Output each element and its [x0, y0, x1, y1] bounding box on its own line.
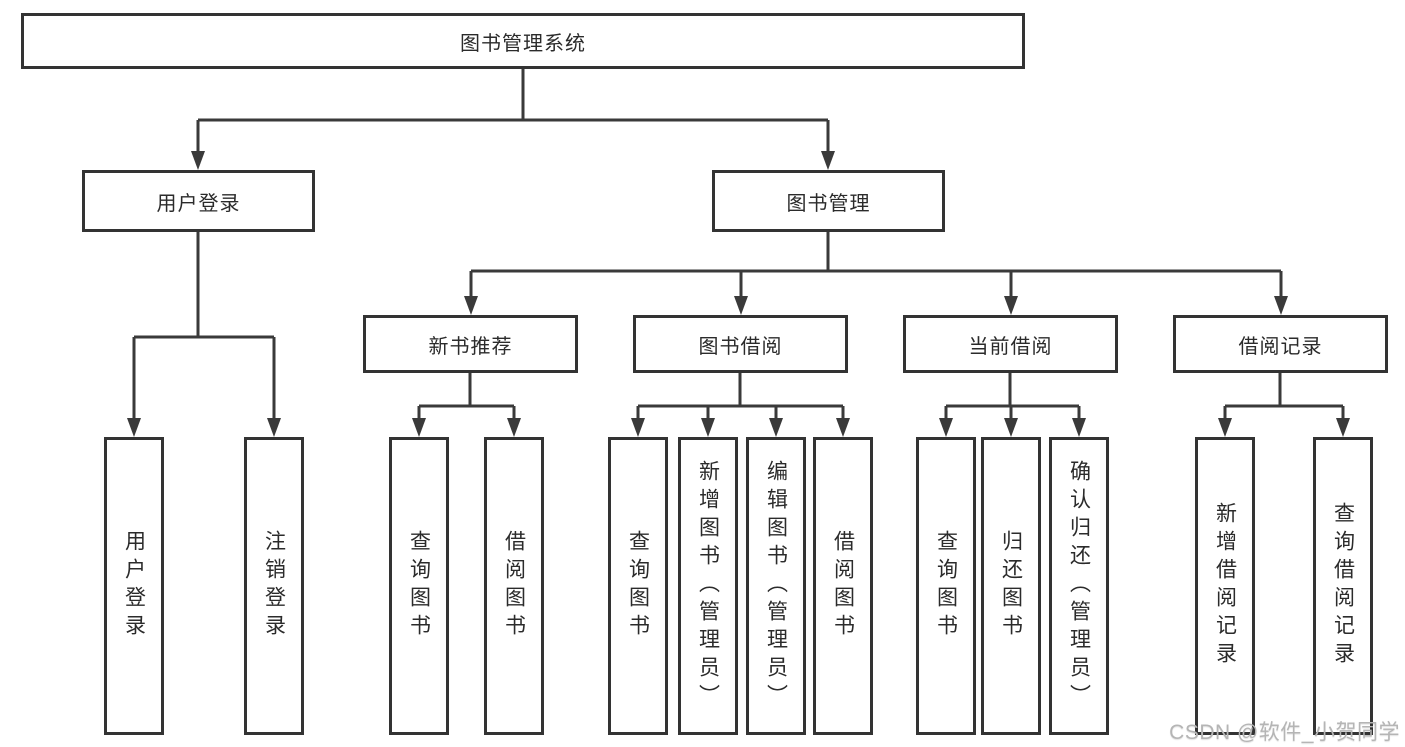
arrowhead — [507, 418, 521, 437]
leaf-label: 归还图书 — [999, 530, 1023, 642]
node-label: 当前借阅 — [968, 335, 1053, 358]
arrowhead — [1072, 418, 1086, 437]
leaf-edit-book-admin: 编辑图书（管理员） — [746, 437, 806, 735]
node-library-management-system: 图书管理系统 — [21, 13, 1025, 69]
arrowhead — [412, 418, 426, 437]
leaf-label: 借阅图书 — [831, 530, 855, 642]
leaf-logout-login: 注销登录 — [244, 437, 304, 735]
arrowhead — [267, 418, 281, 437]
node-label: 图书借阅 — [698, 335, 783, 358]
leaf-borrow-books-borrowing: 借阅图书 — [813, 437, 873, 735]
arrowhead — [1004, 296, 1018, 315]
leaf-user-login: 用户登录 — [104, 437, 164, 735]
node-label: 图书管理 — [786, 192, 871, 215]
leaf-label: 新增图书（管理员） — [696, 460, 720, 712]
connector-book-management-branch — [469, 232, 1283, 298]
leaf-return-books: 归还图书 — [981, 437, 1041, 735]
node-current-borrowing: 当前借阅 — [903, 315, 1118, 373]
arrowhead — [769, 418, 783, 437]
arrowhead — [127, 418, 141, 437]
arrowhead — [464, 296, 478, 315]
leaf-label: 查询图书 — [626, 530, 650, 642]
node-new-book-recommendation: 新书推荐 — [363, 315, 578, 373]
leaf-query-books-current: 查询图书 — [916, 437, 976, 735]
arrowhead — [631, 418, 645, 437]
arrowhead — [191, 151, 205, 170]
csdn-watermark: CSDN @软件_小贺同学 — [1169, 721, 1400, 744]
leaf-query-borrow-record: 查询借阅记录 — [1313, 437, 1373, 735]
leaf-label: 新增借阅记录 — [1213, 502, 1237, 670]
node-borrowing-records: 借阅记录 — [1173, 315, 1388, 373]
leaf-label: 查询借阅记录 — [1331, 502, 1355, 670]
arrowhead — [1336, 418, 1350, 437]
arrowhead — [701, 418, 715, 437]
arrowhead — [1218, 418, 1232, 437]
connector-book-borrowing-branch — [636, 373, 845, 420]
arrowhead — [836, 418, 850, 437]
leaf-query-books-borrowing: 查询图书 — [608, 437, 668, 735]
leaf-label: 确认归还（管理员） — [1067, 460, 1091, 712]
connector-user-login-branch — [132, 232, 276, 420]
node-label: 新书推荐 — [428, 335, 513, 358]
arrowhead — [1274, 296, 1288, 315]
arrowhead — [821, 151, 835, 170]
node-label: 图书管理系统 — [460, 32, 586, 55]
connector-root-to-level2 — [196, 69, 830, 153]
connector-new-book-branch — [417, 373, 516, 420]
leaf-label: 编辑图书（管理员） — [764, 460, 788, 712]
leaf-label: 查询图书 — [407, 530, 431, 642]
leaf-add-book-admin: 新增图书（管理员） — [678, 437, 738, 735]
node-user-login: 用户登录 — [82, 170, 315, 232]
leaf-label: 用户登录 — [122, 530, 146, 642]
connector-borrowing-records-branch — [1223, 373, 1345, 420]
leaf-label: 借阅图书 — [502, 530, 526, 642]
node-label: 用户登录 — [156, 192, 241, 215]
arrowhead — [939, 418, 953, 437]
leaf-label: 查询图书 — [934, 530, 958, 642]
node-book-management: 图书管理 — [712, 170, 945, 232]
node-label: 借阅记录 — [1238, 335, 1323, 358]
arrowhead — [734, 296, 748, 315]
node-book-borrowing: 图书借阅 — [633, 315, 848, 373]
leaf-confirm-return-admin: 确认归还（管理员） — [1049, 437, 1109, 735]
leaf-add-borrow-record: 新增借阅记录 — [1195, 437, 1255, 735]
leaf-label: 注销登录 — [262, 530, 286, 642]
leaf-query-books-recommend: 查询图书 — [389, 437, 449, 735]
arrowhead — [1004, 418, 1018, 437]
connector-current-borrowing-branch — [944, 373, 1081, 420]
leaf-borrow-books-recommend: 借阅图书 — [484, 437, 544, 735]
